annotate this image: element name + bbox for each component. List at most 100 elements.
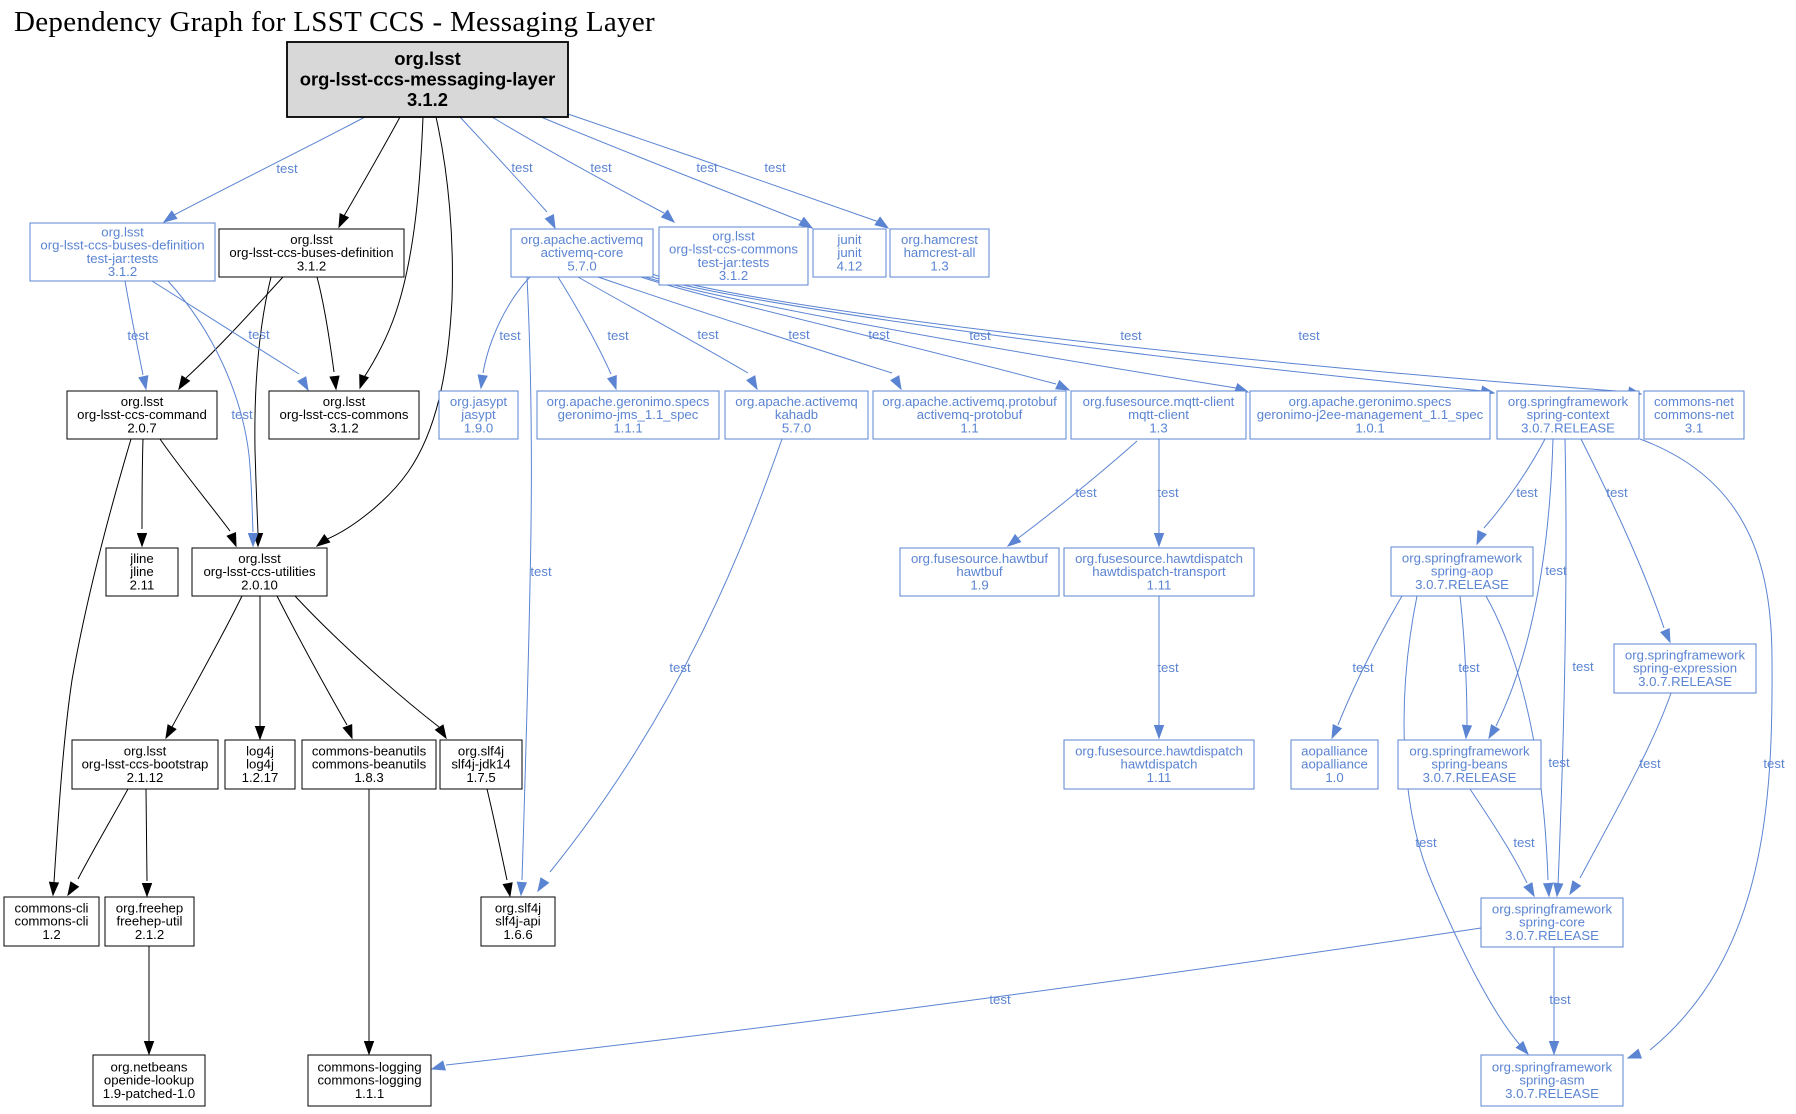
svg-text:1.7.5: 1.7.5 <box>466 770 495 785</box>
svg-text:org.fusesource.mqtt-client: org.fusesource.mqtt-client <box>1083 394 1235 409</box>
svg-text:2.11: 2.11 <box>130 577 155 592</box>
svg-text:hawtdispatch: hawtdispatch <box>1121 757 1198 772</box>
svg-text:test: test <box>127 328 149 343</box>
svg-text:test: test <box>697 327 719 342</box>
svg-text:test: test <box>590 160 612 175</box>
svg-text:aopalliance: aopalliance <box>1301 744 1368 759</box>
svg-text:org.netbeans: org.netbeans <box>111 1060 188 1075</box>
svg-text:org.springframework: org.springframework <box>1402 551 1523 566</box>
svg-text:test: test <box>1157 660 1179 675</box>
svg-text:1.9-patched-1.0: 1.9-patched-1.0 <box>103 1086 195 1101</box>
svg-text:1.6.6: 1.6.6 <box>503 927 532 942</box>
svg-text:test: test <box>969 328 991 343</box>
svg-text:org.springframework: org.springframework <box>1409 744 1530 759</box>
svg-text:slf4j-api: slf4j-api <box>495 914 541 929</box>
svg-text:1.9: 1.9 <box>970 577 988 592</box>
svg-text:test: test <box>1120 328 1142 343</box>
svg-text:test: test <box>696 160 718 175</box>
svg-text:openide-lookup: openide-lookup <box>104 1073 194 1088</box>
svg-text:org.lsst: org.lsst <box>394 48 460 69</box>
svg-text:kahadb: kahadb <box>775 407 818 422</box>
svg-text:commons-cli: commons-cli <box>14 914 88 929</box>
svg-text:freehep-util: freehep-util <box>117 914 183 929</box>
svg-text:1.11: 1.11 <box>1147 770 1172 785</box>
svg-text:commons-logging: commons-logging <box>317 1073 421 1088</box>
svg-text:test: test <box>231 407 253 422</box>
svg-text:commons-beanutils: commons-beanutils <box>312 744 427 759</box>
svg-text:test: test <box>868 327 890 342</box>
svg-text:activemq-core: activemq-core <box>541 245 624 260</box>
svg-text:org.fusesource.hawtbuf: org.fusesource.hawtbuf <box>911 551 1048 566</box>
svg-text:test: test <box>788 327 810 342</box>
svg-text:1.0.1: 1.0.1 <box>1355 420 1384 435</box>
svg-text:test: test <box>1352 660 1374 675</box>
svg-text:test: test <box>1516 485 1538 500</box>
svg-text:2.1.2: 2.1.2 <box>135 927 164 942</box>
svg-text:1.2: 1.2 <box>42 927 60 942</box>
svg-text:org.lsst: org.lsst <box>101 224 144 239</box>
svg-text:test: test <box>1458 660 1480 675</box>
svg-text:spring-expression: spring-expression <box>1633 661 1737 676</box>
svg-text:org.apache.activemq: org.apache.activemq <box>521 232 643 247</box>
svg-text:test: test <box>248 327 270 342</box>
svg-text:2.0.7: 2.0.7 <box>127 420 156 435</box>
svg-text:org.slf4j: org.slf4j <box>458 744 504 759</box>
svg-text:3.1.2: 3.1.2 <box>297 258 326 273</box>
svg-text:4.12: 4.12 <box>837 258 863 273</box>
svg-text:test: test <box>1606 485 1628 500</box>
svg-text:test: test <box>1549 992 1571 1007</box>
svg-text:test-jar:tests: test-jar:tests <box>698 255 770 270</box>
svg-text:test: test <box>499 328 521 343</box>
svg-text:geronimo-j2ee-management_1.1_s: geronimo-j2ee-management_1.1_spec <box>1257 407 1484 422</box>
svg-text:org.slf4j: org.slf4j <box>495 901 541 916</box>
svg-text:1.9.0: 1.9.0 <box>464 420 493 435</box>
svg-text:hawtbuf: hawtbuf <box>956 564 1003 579</box>
svg-text:1.3: 1.3 <box>930 258 948 273</box>
svg-text:org.apache.activemq.protobuf: org.apache.activemq.protobuf <box>882 394 1057 409</box>
svg-text:jline: jline <box>129 551 153 566</box>
svg-text:org.jasypt: org.jasypt <box>450 394 508 409</box>
svg-text:3.0.7.RELEASE: 3.0.7.RELEASE <box>1415 577 1509 592</box>
svg-text:test: test <box>1298 328 1320 343</box>
svg-text:test: test <box>1763 756 1785 771</box>
svg-text:1.8.3: 1.8.3 <box>354 770 383 785</box>
svg-text:org.apache.activemq: org.apache.activemq <box>735 394 857 409</box>
svg-text:junit: junit <box>836 232 862 247</box>
svg-text:1.11: 1.11 <box>1147 577 1172 592</box>
svg-text:test: test <box>1572 659 1594 674</box>
svg-text:spring-core: spring-core <box>1519 915 1585 930</box>
svg-text:org.lsst: org.lsst <box>290 232 333 247</box>
svg-text:3.0.7.RELEASE: 3.0.7.RELEASE <box>1423 770 1517 785</box>
svg-text:test: test <box>1157 485 1179 500</box>
svg-text:slf4j-jdk14: slf4j-jdk14 <box>451 757 510 772</box>
svg-text:org-lsst-ccs-commons: org-lsst-ccs-commons <box>669 242 798 257</box>
svg-text:org-lsst-ccs-bootstrap: org-lsst-ccs-bootstrap <box>82 757 209 772</box>
svg-text:org.springframework: org.springframework <box>1625 648 1746 663</box>
svg-text:org.lsst: org.lsst <box>124 744 167 759</box>
svg-text:3.0.7.RELEASE: 3.0.7.RELEASE <box>1638 674 1732 689</box>
svg-text:aopalliance: aopalliance <box>1301 757 1368 772</box>
svg-text:spring-asm: spring-asm <box>1519 1073 1584 1088</box>
svg-text:commons-net: commons-net <box>1654 407 1734 422</box>
svg-text:jasypt: jasypt <box>460 407 496 422</box>
svg-text:org.lsst: org.lsst <box>323 394 366 409</box>
svg-text:org.springframework: org.springframework <box>1492 902 1613 917</box>
svg-text:3.0.7.RELEASE: 3.0.7.RELEASE <box>1505 1086 1599 1101</box>
svg-text:org.fusesource.hawtdispatch: org.fusesource.hawtdispatch <box>1075 744 1243 759</box>
svg-text:activemq-protobuf: activemq-protobuf <box>917 407 1023 422</box>
svg-text:org.freehep: org.freehep <box>116 901 183 916</box>
svg-text:spring-context: spring-context <box>1527 407 1610 422</box>
svg-text:3.1.2: 3.1.2 <box>719 268 748 283</box>
svg-text:3.1.2: 3.1.2 <box>407 89 448 110</box>
svg-text:test: test <box>1545 563 1567 578</box>
svg-text:org-lsst-ccs-buses-definition: org-lsst-ccs-buses-definition <box>40 238 204 253</box>
svg-text:test: test <box>1075 485 1097 500</box>
svg-text:org-lsst-ccs-command: org-lsst-ccs-command <box>77 407 207 422</box>
svg-text:org.springframework: org.springframework <box>1508 394 1629 409</box>
svg-text:org-lsst-ccs-messaging-layer: org-lsst-ccs-messaging-layer <box>300 69 556 90</box>
svg-text:1.0: 1.0 <box>1325 770 1343 785</box>
svg-text:3.1.2: 3.1.2 <box>329 420 358 435</box>
svg-text:1.1.1: 1.1.1 <box>613 420 642 435</box>
svg-text:1.1.1: 1.1.1 <box>355 1086 384 1101</box>
svg-text:spring-beans: spring-beans <box>1431 757 1508 772</box>
